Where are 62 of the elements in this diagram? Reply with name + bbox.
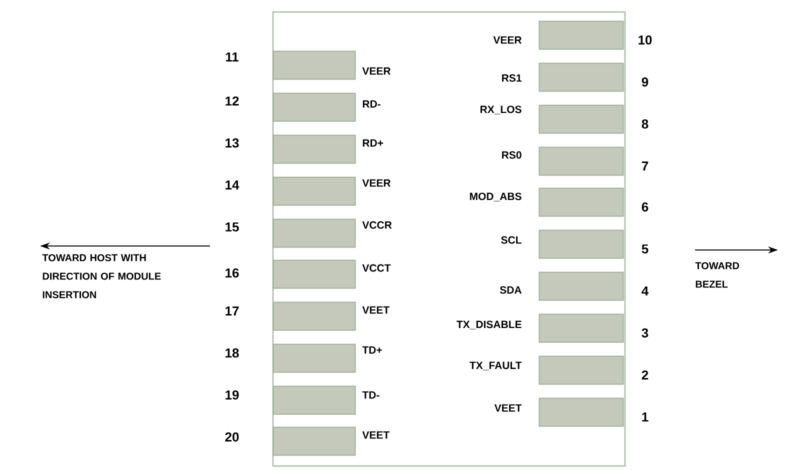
contact-pad — [538, 398, 624, 427]
contact-pad — [272, 386, 356, 415]
contact-pad — [272, 426, 356, 456]
contact-pad — [272, 50, 356, 80]
pin-number: 20 — [225, 432, 239, 442]
pin-number: 3 — [642, 328, 648, 338]
pin-number: 13 — [226, 138, 239, 148]
signal-label: RS1 — [502, 74, 522, 82]
signal-label: MOD_ABS — [470, 192, 522, 202]
signal-label: VCCT — [362, 264, 391, 272]
pin-number: 14 — [226, 180, 240, 190]
pin-number: 5 — [642, 244, 648, 254]
contact-pad — [538, 20, 624, 50]
contact-pad — [538, 356, 624, 385]
contact-pad — [538, 314, 624, 343]
signal-label: VEET — [362, 306, 390, 314]
pin-number: 8 — [642, 119, 648, 129]
contact-pad — [538, 230, 624, 259]
signal-label: VEER — [362, 67, 391, 75]
pin-number: 9 — [642, 77, 648, 87]
signal-label: SDA — [500, 286, 522, 294]
signal-label: RD+ — [362, 139, 384, 147]
contact-pad — [272, 302, 356, 331]
pin-number: 2 — [642, 370, 648, 380]
pin-number: 7 — [642, 162, 648, 170]
contact-pad — [272, 176, 356, 206]
signal-label: VEER — [493, 36, 522, 44]
direction-note: TOWARD BEZEL — [695, 262, 740, 288]
contact-pad — [272, 218, 356, 248]
contact-pad — [272, 92, 356, 122]
pin-number: 10 — [638, 35, 652, 45]
pin-number: 12 — [226, 96, 239, 106]
signal-label: VEER — [362, 179, 391, 187]
pin-number: 11 — [226, 52, 239, 62]
signal-label: VEET — [362, 431, 390, 439]
signal-label: RX_LOS — [480, 106, 522, 114]
signal-label: SCL — [501, 236, 522, 244]
signal-label: TD- — [362, 391, 380, 399]
signal-label: VCCR — [362, 221, 392, 229]
pin-number: 16 — [226, 268, 239, 278]
pin-number: 6 — [642, 202, 648, 212]
pin-number: 17 — [226, 306, 239, 316]
contact-pad — [538, 62, 624, 92]
contact-pad — [272, 260, 356, 289]
signal-label: TX_DISABLE — [456, 320, 522, 330]
signal-label: TD+ — [362, 346, 382, 354]
contact-pad — [538, 188, 624, 217]
signal-label: TX_FAULT — [470, 362, 522, 370]
pin-number: 15 — [226, 222, 239, 232]
contact-pad — [272, 344, 356, 373]
pin-number: 1 — [642, 412, 648, 422]
contact-pad — [538, 272, 624, 301]
contact-pad — [538, 104, 624, 134]
pin-number: 18 — [226, 348, 239, 358]
contact-pad — [272, 134, 356, 164]
signal-label: VEET — [494, 404, 522, 412]
pin-number: 19 — [226, 390, 239, 400]
direction-note: TOWARD HOST WITH DIRECTION OF MODULE INSERTION — [42, 254, 161, 298]
contact-pad — [538, 146, 624, 176]
signal-label: RD- — [362, 100, 380, 108]
signal-label: RS0 — [502, 151, 522, 159]
pin-number: 4 — [642, 286, 649, 296]
